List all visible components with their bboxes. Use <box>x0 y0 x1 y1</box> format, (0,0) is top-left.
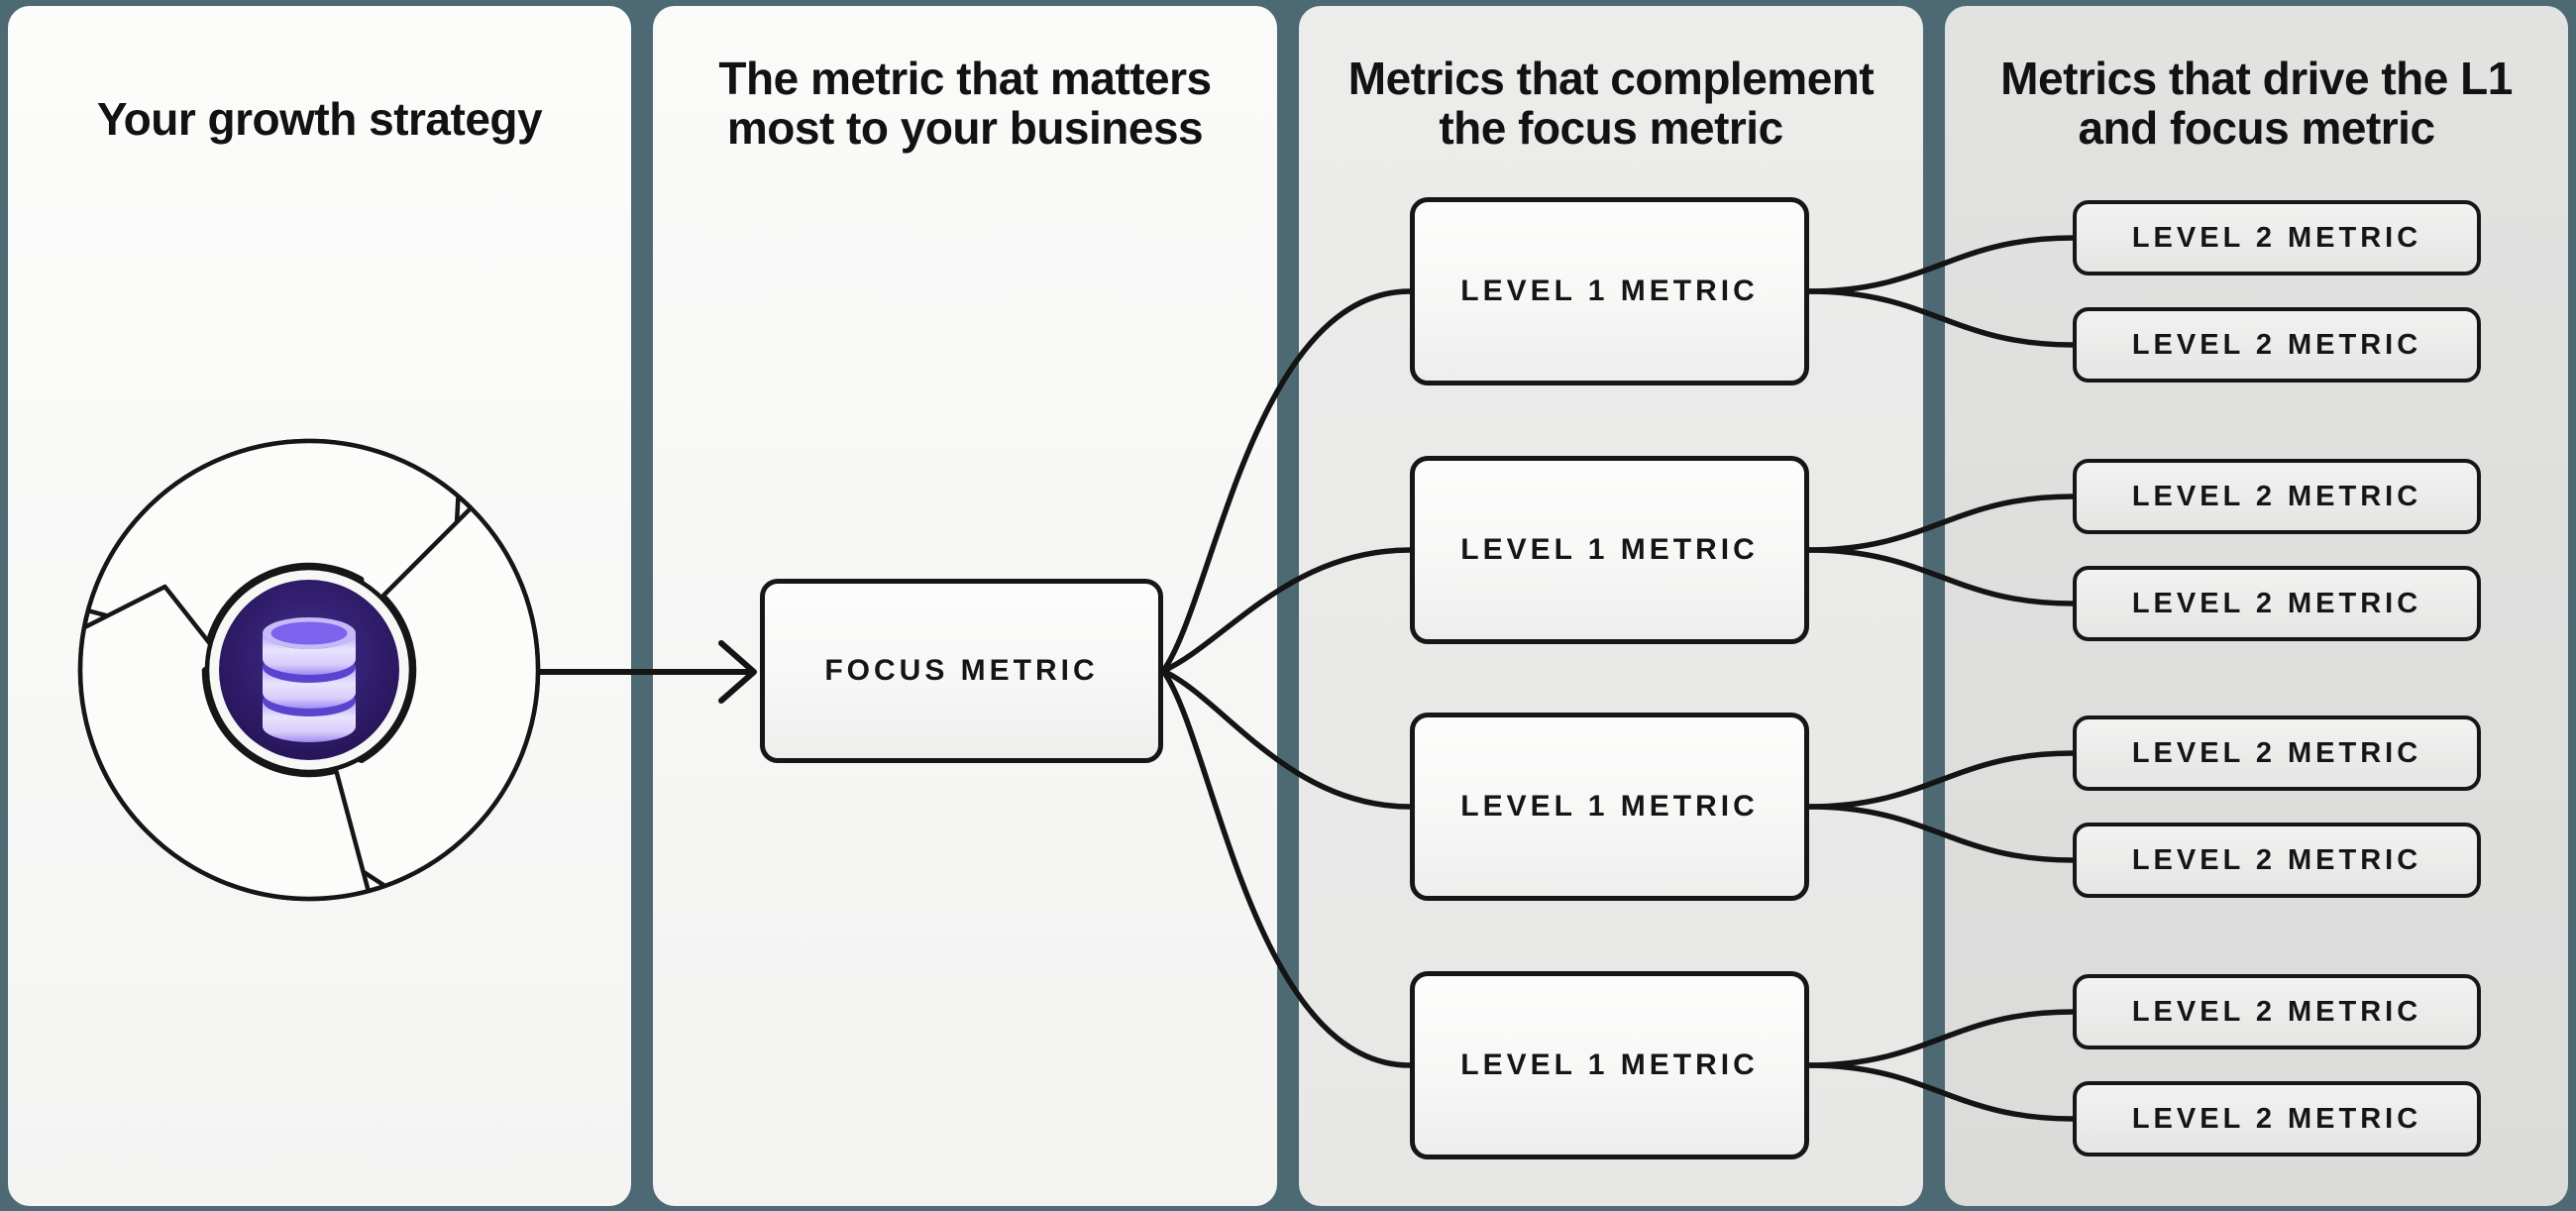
database-icon <box>263 617 356 742</box>
level2-metric-label: LEVEL 2 METRIC <box>2131 1102 2422 1135</box>
level1-metric-box: LEVEL 1 METRIC <box>1410 971 1809 1159</box>
column-title-line: and focus metric <box>2078 102 2435 154</box>
arrow-right-icon <box>537 640 757 704</box>
column-title-line: the focus metric <box>1439 102 1783 154</box>
level2-metric-label: LEVEL 2 METRIC <box>2131 480 2422 512</box>
level1-metric-box: LEVEL 1 METRIC <box>1410 197 1809 385</box>
connector-curve <box>1160 668 1413 810</box>
column-title-line: Metrics that drive the L1 <box>2000 53 2513 104</box>
level2-metric-label: LEVEL 2 METRIC <box>2131 736 2422 769</box>
connector-curve <box>1160 547 1413 674</box>
focus-metric-box: FOCUS METRIC <box>760 579 1163 763</box>
connector-curve <box>1806 1062 2076 1122</box>
level1-metric-label: LEVEL 1 METRIC <box>1460 790 1759 823</box>
connector-curve <box>1160 288 1413 674</box>
column-title: Metrics that complement the focus metric <box>1299 54 1923 153</box>
column-title-line: Your growth strategy <box>96 93 543 145</box>
level2-metric-box: LEVEL 2 METRIC <box>2073 716 2481 791</box>
level2-metric-box: LEVEL 2 METRIC <box>2073 459 2481 534</box>
level2-metric-label: LEVEL 2 METRIC <box>2131 995 2422 1028</box>
level1-metric-label: LEVEL 1 METRIC <box>1460 275 1759 307</box>
connector-curve <box>1806 288 2076 348</box>
level2-metric-box: LEVEL 2 METRIC <box>2073 823 2481 898</box>
connector-curve <box>1806 1009 2076 1068</box>
column-card-focus-metric: The metric that matters most to your bus… <box>653 6 1277 1206</box>
level2-metric-label: LEVEL 2 METRIC <box>2131 328 2422 361</box>
connector-curve <box>1160 668 1413 1068</box>
level2-metric-box: LEVEL 2 METRIC <box>2073 974 2481 1049</box>
focus-metric-label: FOCUS METRIC <box>824 654 1099 687</box>
level1-metric-box: LEVEL 1 METRIC <box>1410 456 1809 644</box>
column-title-line: Metrics that complement <box>1347 53 1875 104</box>
level1-metric-label: LEVEL 1 METRIC <box>1460 533 1759 566</box>
level2-metric-box: LEVEL 2 METRIC <box>2073 566 2481 641</box>
l1-to-l2-connectors <box>1806 235 2076 1122</box>
level2-metric-label: LEVEL 2 METRIC <box>2131 587 2422 619</box>
level2-metric-box: LEVEL 2 METRIC <box>2073 307 2481 383</box>
connector-curve <box>1806 235 2076 294</box>
connector-curve <box>1806 804 2076 863</box>
level2-metric-label: LEVEL 2 METRIC <box>2131 843 2422 876</box>
connector-curve <box>1806 547 2076 606</box>
level1-metric-box: LEVEL 1 METRIC <box>1410 713 1809 901</box>
column-title: Metrics that drive the L1 and focus metr… <box>1945 54 2568 153</box>
flywheel-icon <box>77 438 541 902</box>
column-title-line: The metric that matters <box>718 53 1212 104</box>
level2-metric-box: LEVEL 2 METRIC <box>2073 1081 2481 1156</box>
focus-to-l1-connectors <box>1160 288 1413 1068</box>
column-title-line: most to your business <box>726 102 1204 154</box>
level1-metric-label: LEVEL 1 METRIC <box>1460 1048 1759 1081</box>
level2-metric-label: LEVEL 2 METRIC <box>2131 221 2422 254</box>
level2-metric-box: LEVEL 2 METRIC <box>2073 200 2481 275</box>
column-title: Your growth strategy <box>8 94 631 144</box>
connector-curve <box>1806 750 2076 810</box>
connector-curve <box>1806 494 2076 553</box>
column-title: The metric that matters most to your bus… <box>653 54 1277 153</box>
